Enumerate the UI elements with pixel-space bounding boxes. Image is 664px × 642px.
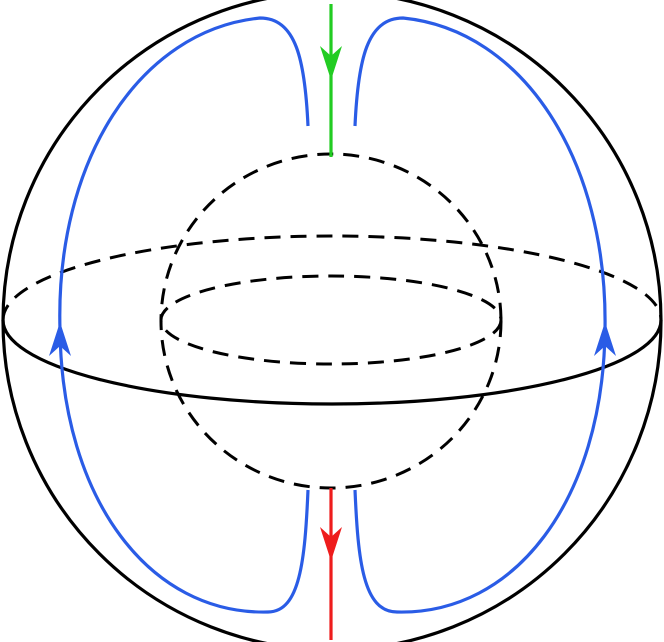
flow-lines xyxy=(58,16,607,614)
flow-line-upper-left xyxy=(58,16,310,331)
arrow-up-icon xyxy=(594,322,616,356)
inner-sphere-outline xyxy=(159,152,503,490)
flow-line-upper-right xyxy=(353,16,607,331)
inner-equator xyxy=(159,274,503,366)
outer-equator-front xyxy=(1,319,663,406)
outer-equator-back xyxy=(1,234,663,321)
arrow-up-icon xyxy=(49,322,71,356)
flow-line-lower-left xyxy=(58,329,310,614)
flow-line-lower-right xyxy=(353,329,607,614)
arrow-down-icon xyxy=(320,527,342,561)
arrow-down-icon xyxy=(320,46,342,80)
